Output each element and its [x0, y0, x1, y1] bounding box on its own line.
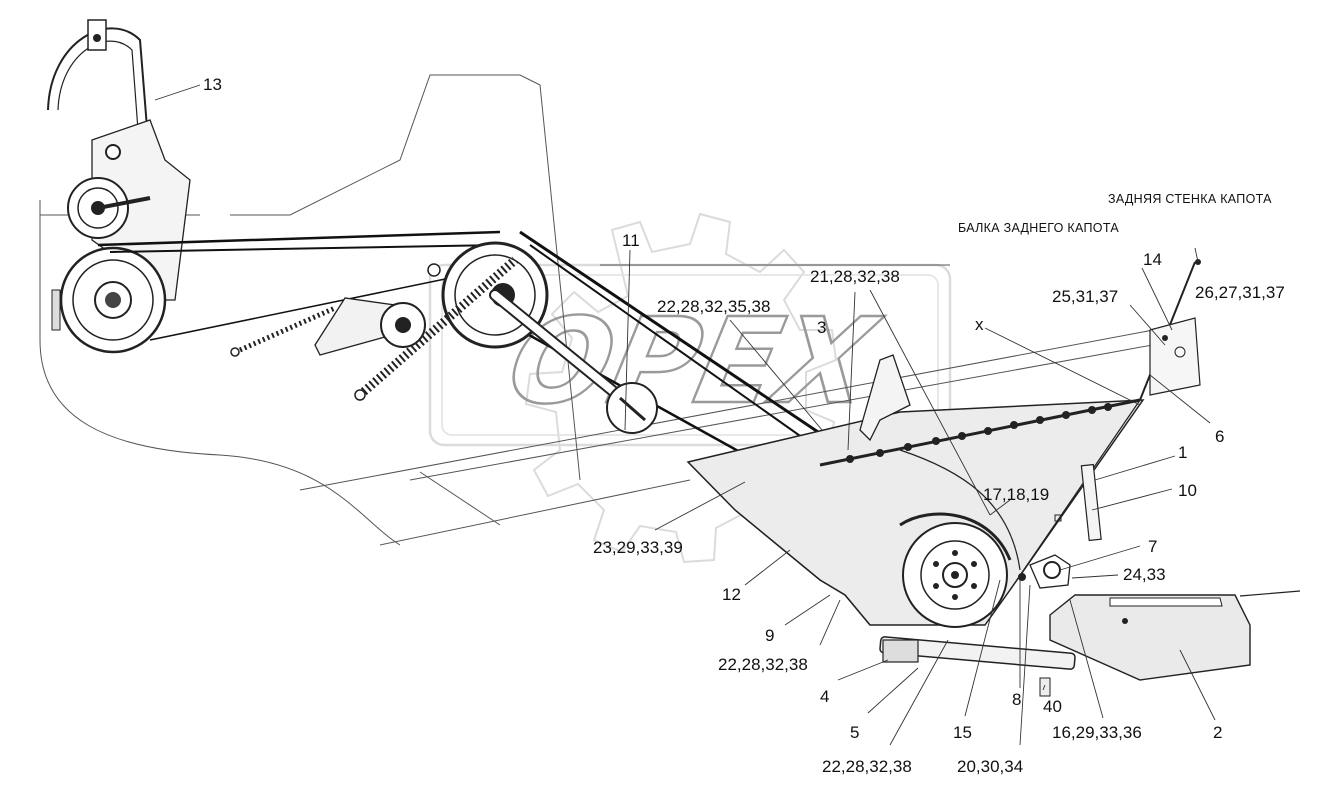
watermark-text: OPEX	[497, 293, 890, 430]
callout-7: 7	[1148, 537, 1157, 556]
callout-23-29-33-39: 23,29,33,39	[593, 538, 683, 557]
left-pulleys	[51, 177, 167, 354]
callout-3: 3	[817, 318, 826, 337]
tensioner-arm	[427, 263, 658, 434]
callout-16-29-33-36: 16,29,33,36	[1052, 723, 1142, 742]
right-belt-guard	[686, 399, 1145, 628]
tension-springs	[230, 256, 518, 401]
callout-26-27-31-37: 26,27,31,37	[1195, 283, 1285, 302]
note-x-mark: x	[975, 315, 984, 334]
callout-6: 6	[1215, 427, 1224, 446]
callout-1: 1	[1178, 443, 1187, 462]
callout-24-33: 24,33	[1123, 565, 1166, 584]
callout-14: 14	[1143, 250, 1162, 269]
lower-parts	[879, 554, 1301, 697]
callout-20-30-34: 20,30,34	[957, 757, 1023, 776]
callout-40: 40	[1043, 697, 1062, 716]
callout-21-28-32-38: 21,28,32,38	[810, 267, 900, 286]
callout-9: 9	[765, 626, 774, 645]
callout-22-28-32-38-c: 22,28,32,38	[822, 757, 912, 776]
guard-top-rivets	[819, 354, 1141, 467]
callout-8: 8	[1012, 690, 1021, 709]
callout-12: 12	[722, 585, 741, 604]
callout-17-18-19: 17,18,19	[983, 485, 1049, 504]
callout-11: 11	[622, 231, 640, 250]
drive-belts	[97, 230, 831, 454]
leader-lines	[154, 84, 1216, 746]
callout-13: 13	[203, 75, 222, 94]
callout-15: 15	[953, 723, 972, 742]
note-rear-wall: ЗАДНЯЯ СТЕНКА КАПОТА	[1108, 192, 1272, 206]
callout-25-31-37: 25,31,37	[1052, 287, 1118, 306]
callout-22-28-32-38-b: 22,28,32,38	[718, 655, 808, 674]
callout-4: 4	[820, 687, 829, 706]
note-rear-beam: БАЛКА ЗАДНЕГО КАПОТА	[958, 221, 1119, 235]
callout-5: 5	[850, 723, 859, 742]
machine-body-outline	[39, 74, 1181, 546]
callout-10: 10	[1178, 481, 1197, 500]
callout-2: 2	[1213, 723, 1222, 742]
callout-22-28-32-35-38: 22,28,32,35,38	[657, 297, 770, 316]
